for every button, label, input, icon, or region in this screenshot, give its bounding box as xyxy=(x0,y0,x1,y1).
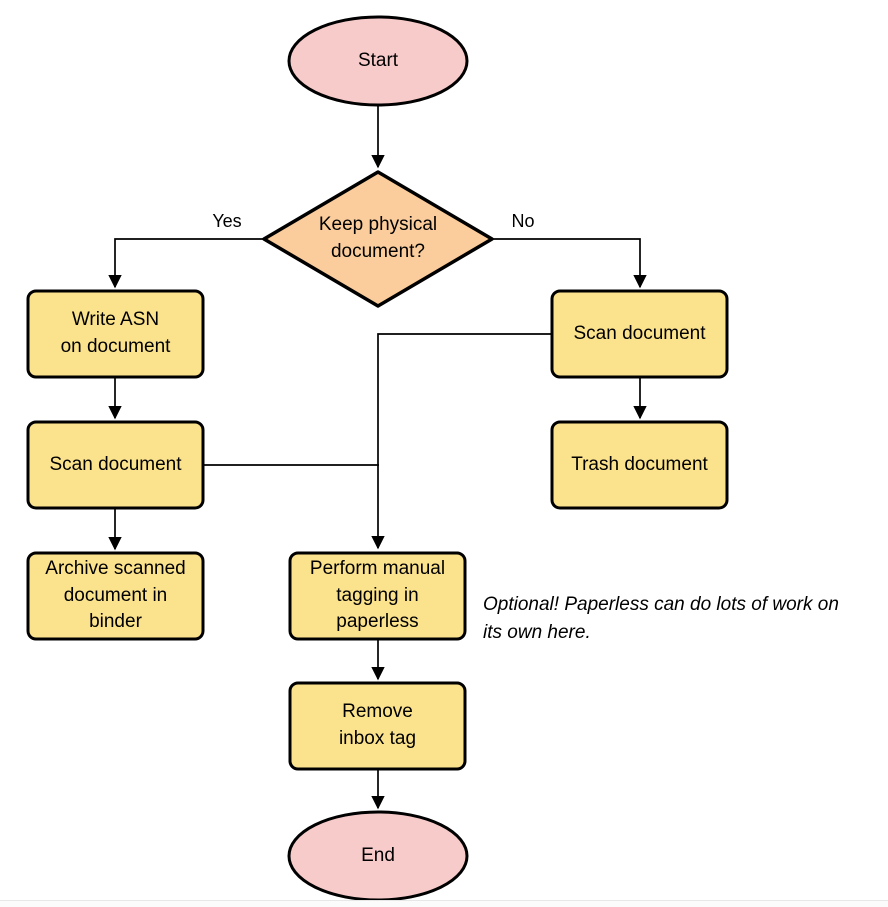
tagging-node-shape xyxy=(288,551,467,641)
start-node-shape xyxy=(287,15,469,107)
write-asn-node-shape xyxy=(26,289,205,379)
scan-right-node-shape xyxy=(550,289,729,379)
edge-label-yes: Yes xyxy=(212,210,242,231)
edge-label-no: No xyxy=(511,210,535,231)
trash-node-shape xyxy=(550,420,729,510)
scan-left-node-shape xyxy=(26,420,205,510)
decision-node-shape xyxy=(262,170,494,308)
edge-decision-yes-to-write-asn xyxy=(108,238,264,289)
archive-node-shape xyxy=(26,551,205,641)
edge-scan-right-to-tagging xyxy=(371,333,552,550)
edge-decision-no-to-scan-right xyxy=(492,238,647,289)
optional-note: Optional! Paperless can do lots of work … xyxy=(483,594,839,643)
end-node-shape xyxy=(287,810,469,902)
page-bottom-divider xyxy=(0,900,888,907)
remove-inbox-node-shape xyxy=(288,681,467,771)
